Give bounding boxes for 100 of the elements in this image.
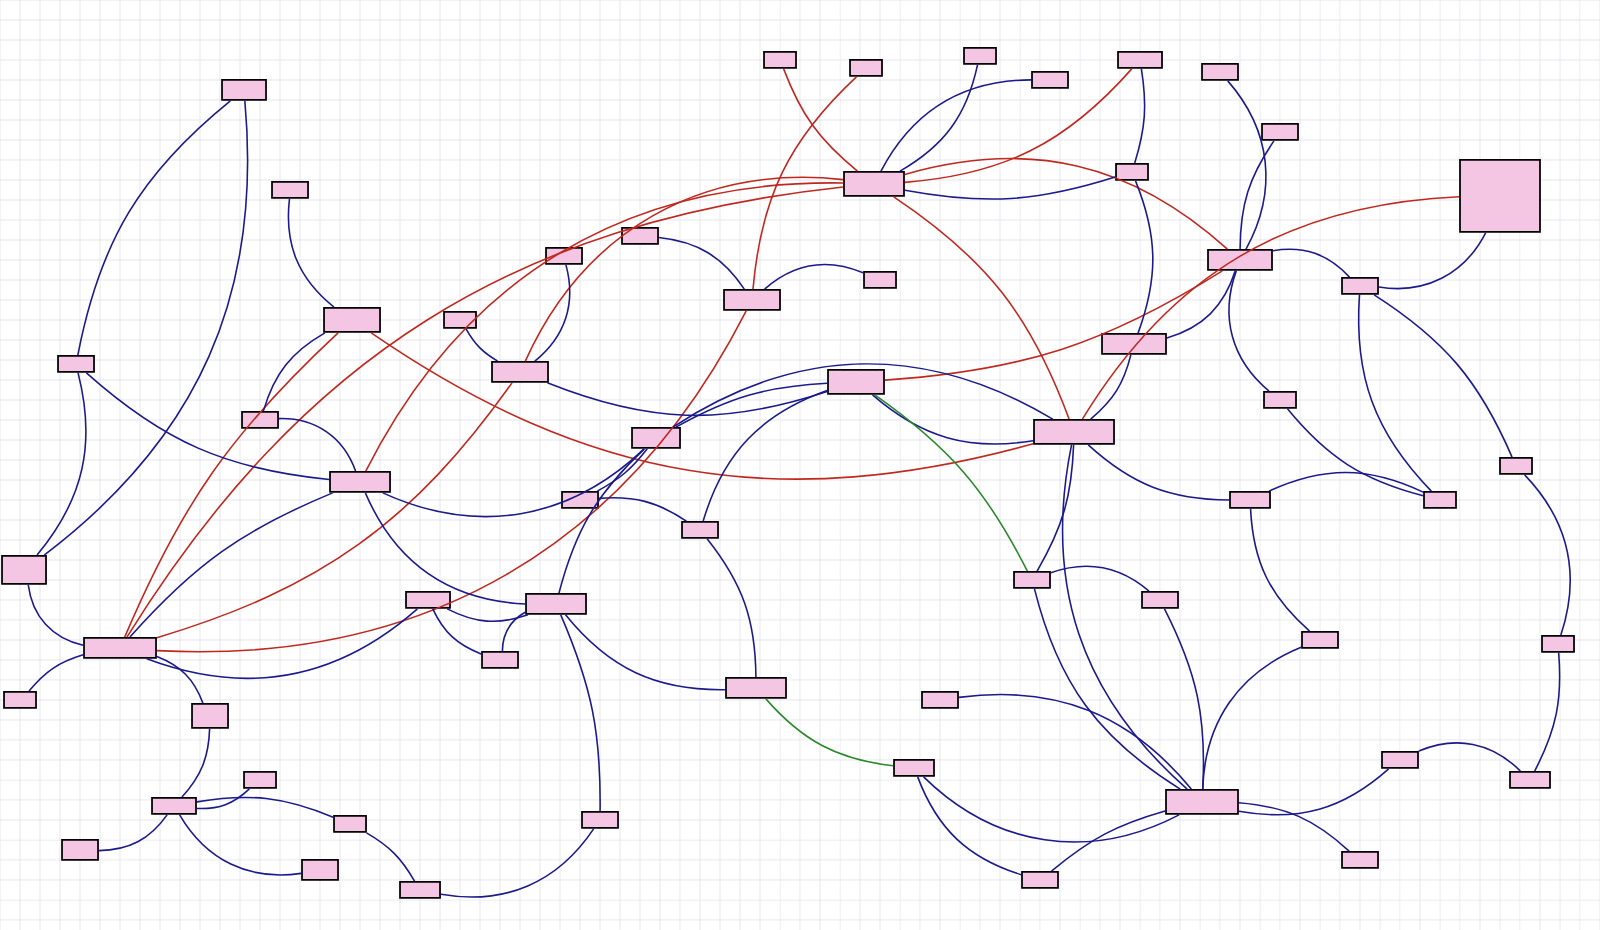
connector bbox=[524, 176, 844, 362]
connector bbox=[1268, 471, 1424, 493]
diagram-box bbox=[61, 839, 99, 861]
diagram-box bbox=[1509, 771, 1551, 789]
diagram-box bbox=[1, 555, 47, 585]
connector bbox=[262, 332, 326, 412]
diagram-box bbox=[843, 171, 905, 197]
connector bbox=[922, 776, 1180, 843]
connector bbox=[558, 448, 646, 594]
connector bbox=[1533, 652, 1561, 772]
connector bbox=[564, 614, 726, 691]
connector bbox=[958, 693, 1193, 790]
connector bbox=[892, 196, 1070, 420]
connector bbox=[1523, 474, 1572, 636]
diagram-box bbox=[1117, 51, 1163, 69]
connector bbox=[43, 100, 249, 556]
connector bbox=[126, 186, 844, 638]
connector bbox=[1378, 232, 1487, 290]
connector bbox=[156, 382, 513, 639]
connector bbox=[1418, 742, 1522, 772]
diagram-box bbox=[763, 51, 797, 69]
diagram-box bbox=[1301, 631, 1339, 649]
connector bbox=[904, 68, 1133, 184]
diagram-box bbox=[1033, 419, 1115, 445]
diagram-box bbox=[243, 771, 277, 789]
diagram-box bbox=[723, 289, 781, 311]
diagram-box bbox=[1201, 63, 1239, 81]
diagram-box bbox=[83, 637, 157, 659]
connector bbox=[196, 796, 334, 818]
connector bbox=[129, 492, 334, 638]
connector bbox=[36, 372, 87, 556]
connector bbox=[1089, 354, 1132, 420]
diagram-box bbox=[333, 815, 367, 833]
connector bbox=[370, 332, 1034, 480]
diagram-box bbox=[1207, 249, 1273, 271]
diagram-box bbox=[681, 521, 719, 539]
diagram-box bbox=[1141, 591, 1179, 609]
diagram-box bbox=[323, 307, 381, 333]
diagram-box bbox=[921, 691, 959, 709]
connector bbox=[1036, 444, 1075, 572]
connector bbox=[501, 611, 526, 652]
diagram-box bbox=[581, 811, 619, 829]
connector bbox=[364, 492, 526, 605]
connector bbox=[1373, 294, 1513, 458]
connector bbox=[598, 496, 688, 522]
diagram-box bbox=[1115, 163, 1149, 181]
diagram-box bbox=[1381, 751, 1419, 769]
diagram-box bbox=[1229, 491, 1271, 509]
connector bbox=[1050, 565, 1150, 592]
connector bbox=[27, 584, 84, 647]
connector bbox=[763, 263, 864, 290]
connector bbox=[85, 372, 330, 481]
connector bbox=[178, 814, 302, 876]
connector bbox=[765, 698, 894, 767]
connector bbox=[156, 655, 204, 704]
connector bbox=[1238, 801, 1350, 852]
diagram-box bbox=[1499, 457, 1533, 475]
diagram-box bbox=[1459, 159, 1541, 233]
diagram-box bbox=[443, 311, 477, 329]
diagram-box bbox=[481, 651, 519, 669]
connector bbox=[702, 389, 828, 522]
diagram-box bbox=[1165, 789, 1239, 815]
connector bbox=[1081, 195, 1460, 420]
connector bbox=[904, 176, 1116, 200]
connector bbox=[365, 832, 416, 882]
connector bbox=[1226, 80, 1267, 250]
connector bbox=[1249, 508, 1311, 632]
connector bbox=[381, 448, 645, 518]
connector bbox=[77, 100, 232, 356]
connector bbox=[1163, 608, 1205, 790]
connector bbox=[1286, 408, 1424, 497]
connector bbox=[1228, 270, 1270, 392]
connector bbox=[123, 332, 339, 638]
diagram-box bbox=[191, 703, 229, 729]
diagram-box bbox=[561, 491, 599, 509]
connector bbox=[546, 382, 828, 417]
diagram-box bbox=[1021, 871, 1059, 889]
diagram-box bbox=[963, 47, 997, 65]
connector bbox=[559, 614, 601, 812]
connector bbox=[880, 79, 1032, 172]
connector bbox=[446, 608, 529, 623]
connector bbox=[884, 270, 1224, 381]
diagram-box bbox=[301, 859, 339, 881]
diagram-box bbox=[827, 369, 885, 395]
diagram-box bbox=[893, 759, 935, 777]
diagram-box bbox=[329, 471, 391, 493]
diagram-box bbox=[621, 227, 659, 245]
connector bbox=[145, 608, 419, 680]
connector bbox=[278, 417, 357, 472]
diagram-box bbox=[151, 797, 197, 815]
connector bbox=[706, 538, 757, 678]
connector bbox=[28, 654, 84, 692]
diagram-box bbox=[725, 677, 787, 699]
diagram-box bbox=[1101, 333, 1167, 355]
connector bbox=[440, 828, 595, 898]
connector bbox=[916, 776, 1022, 876]
connector bbox=[871, 394, 1034, 445]
connector bbox=[156, 310, 747, 653]
diagram-box bbox=[863, 271, 897, 289]
connector bbox=[874, 394, 1029, 572]
